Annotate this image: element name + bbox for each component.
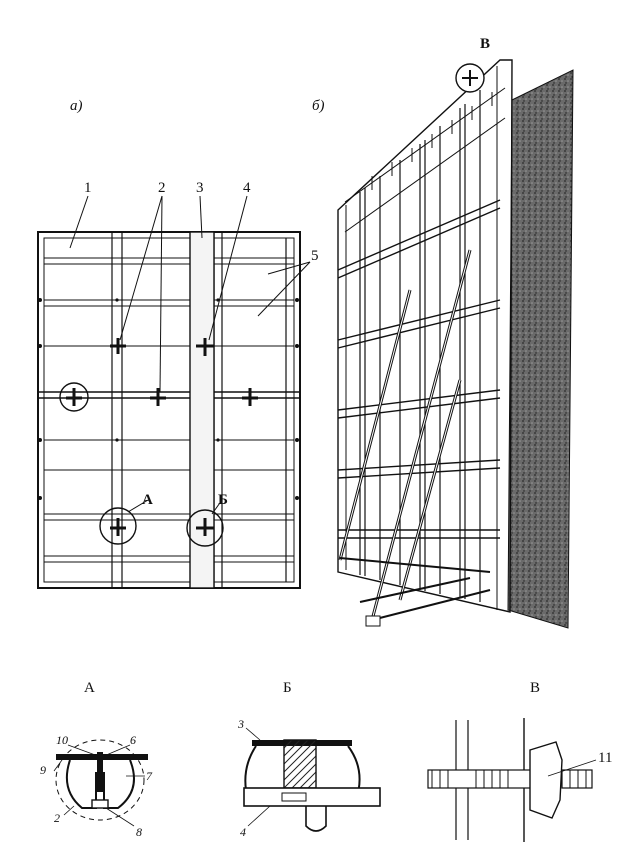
detail-a-clamp bbox=[66, 759, 135, 809]
detail-b-rail bbox=[243, 787, 381, 807]
detail-a-title: А bbox=[84, 680, 95, 696]
top-platform bbox=[344, 87, 506, 233]
detail-v-rod-end bbox=[561, 769, 593, 789]
base-plate bbox=[365, 615, 381, 627]
detail-a-callout-7: 7 bbox=[146, 769, 153, 783]
detail-b-timber bbox=[283, 739, 317, 789]
panel-b-caption: б) bbox=[312, 98, 325, 114]
detail-circle-left bbox=[59, 382, 89, 412]
detail-b-title: Б bbox=[283, 680, 292, 696]
callout-4: 4 bbox=[243, 180, 251, 196]
callout-1: 1 bbox=[84, 180, 92, 196]
detail-b-callout-3: 3 bbox=[237, 717, 244, 731]
clamps bbox=[66, 338, 258, 536]
detail-a-callout-2: 2 bbox=[54, 811, 60, 825]
base-bracing bbox=[339, 557, 491, 621]
panel-a: а) bbox=[37, 98, 319, 589]
detail-circle-a bbox=[99, 507, 137, 545]
detail-a-callout-6: 6 bbox=[130, 733, 136, 747]
bolt-holes bbox=[38, 298, 299, 500]
detail-b-marker: Б bbox=[218, 492, 228, 508]
horizontal-ribs bbox=[38, 257, 300, 563]
horizontal-walers bbox=[337, 199, 501, 539]
detail-v-callout-11: 11 bbox=[598, 750, 612, 766]
panel-frame-inner bbox=[43, 237, 295, 583]
detail-a-callout-9: 9 bbox=[40, 763, 46, 777]
panel-frame bbox=[37, 231, 301, 589]
detail-b-slot bbox=[281, 792, 307, 802]
callout-3: 3 bbox=[196, 180, 204, 196]
leader-lines bbox=[69, 195, 311, 515]
detail-a: А 10 6 9 7 2 8 bbox=[40, 680, 153, 839]
detail-a-wedge bbox=[97, 752, 103, 792]
detail-b: Б 3 4 bbox=[237, 680, 381, 839]
detail-a-callout-10: 10 bbox=[56, 733, 68, 747]
detail-a-marker: А bbox=[142, 492, 153, 508]
callout-2: 2 bbox=[158, 180, 166, 196]
detail-circle-b bbox=[186, 509, 224, 547]
detail-a-pin bbox=[91, 799, 109, 809]
detail-a-outline bbox=[55, 739, 145, 821]
panel-b: б) bbox=[312, 36, 574, 629]
detail-b-callout-4: 4 bbox=[240, 825, 246, 839]
detail-a-callout-8: 8 bbox=[136, 825, 142, 839]
detail-v-title: В bbox=[530, 680, 540, 696]
detail-v-marker: В bbox=[480, 36, 490, 52]
detail-b-hook bbox=[305, 806, 327, 832]
callout-5: 5 bbox=[311, 248, 319, 264]
detail-v-tie-rod bbox=[427, 769, 539, 789]
panel-a-caption: а) bbox=[70, 98, 83, 114]
detail-v-nut bbox=[529, 741, 563, 819]
concrete-wall bbox=[507, 69, 574, 629]
waler-beam bbox=[189, 231, 215, 589]
detail-v: В 11 bbox=[427, 680, 612, 842]
